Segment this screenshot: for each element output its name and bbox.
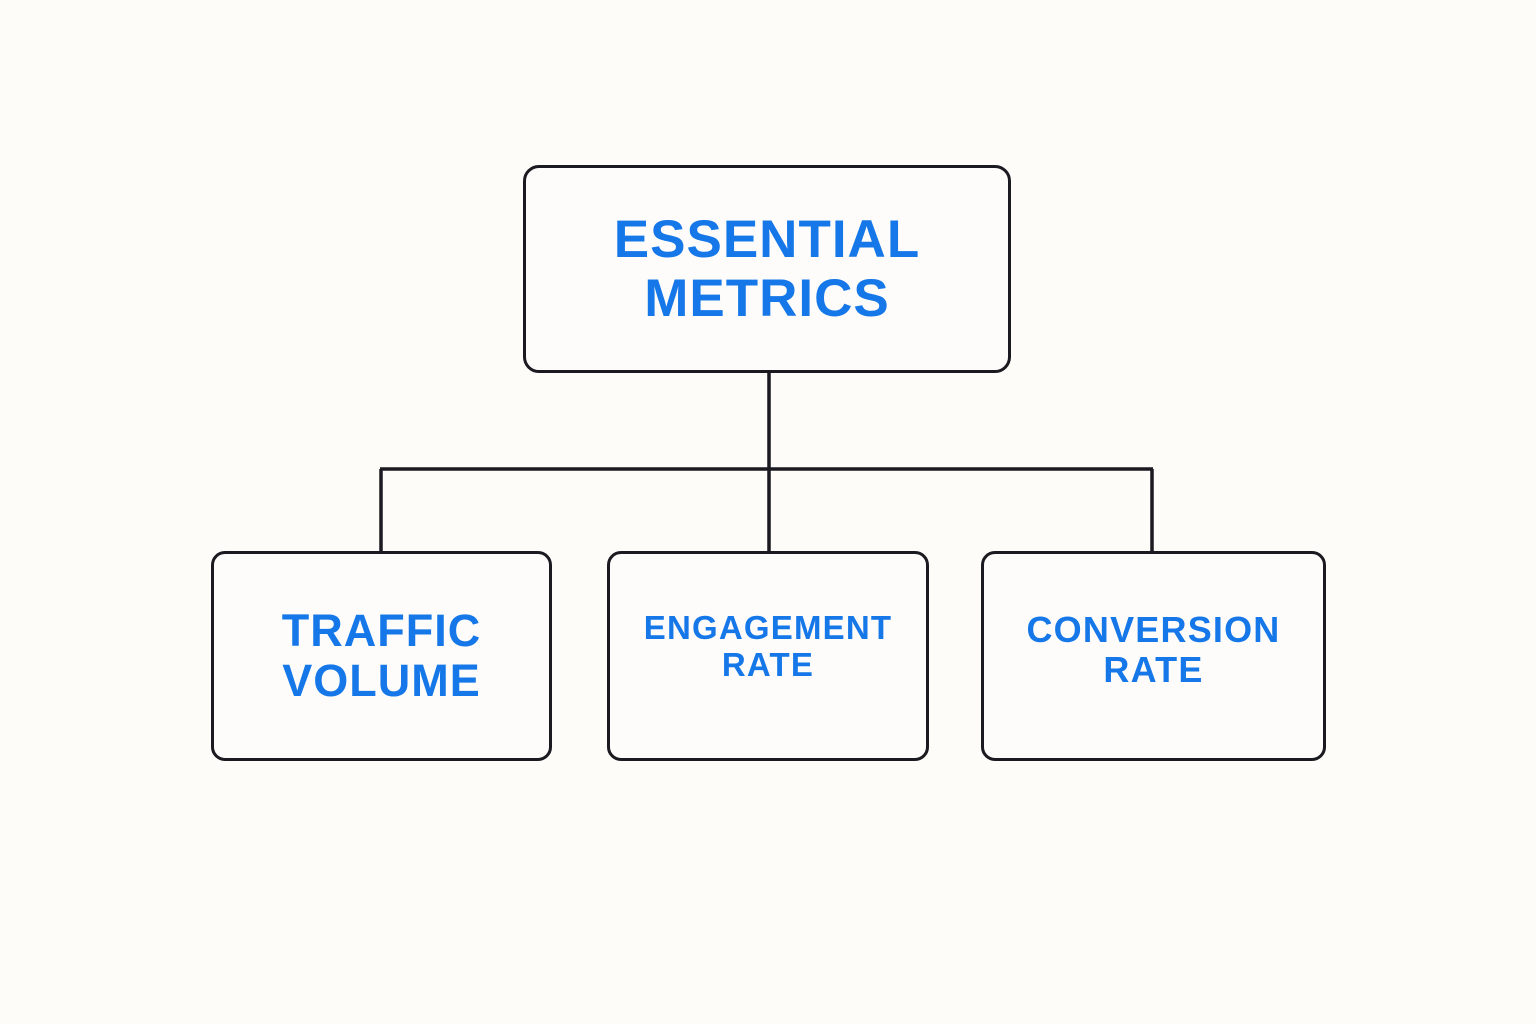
node-traffic-volume-label: TRAFFIC VOLUME (281, 604, 482, 706)
node-conversion-rate-label: CONVERSION RATE (1026, 609, 1281, 691)
node-traffic-volume[interactable]: TRAFFIC VOLUME (211, 551, 552, 761)
node-engagement-rate[interactable]: ENGAGEMENT RATE (607, 551, 929, 761)
node-conversion-rate[interactable]: CONVERSION RATE (981, 551, 1326, 761)
node-engagement-rate-label: ENGAGEMENT RATE (643, 609, 893, 683)
node-essential-metrics-label: ESSENTIAL METRICS (613, 209, 921, 328)
node-essential-metrics[interactable]: ESSENTIAL METRICS (523, 165, 1011, 373)
